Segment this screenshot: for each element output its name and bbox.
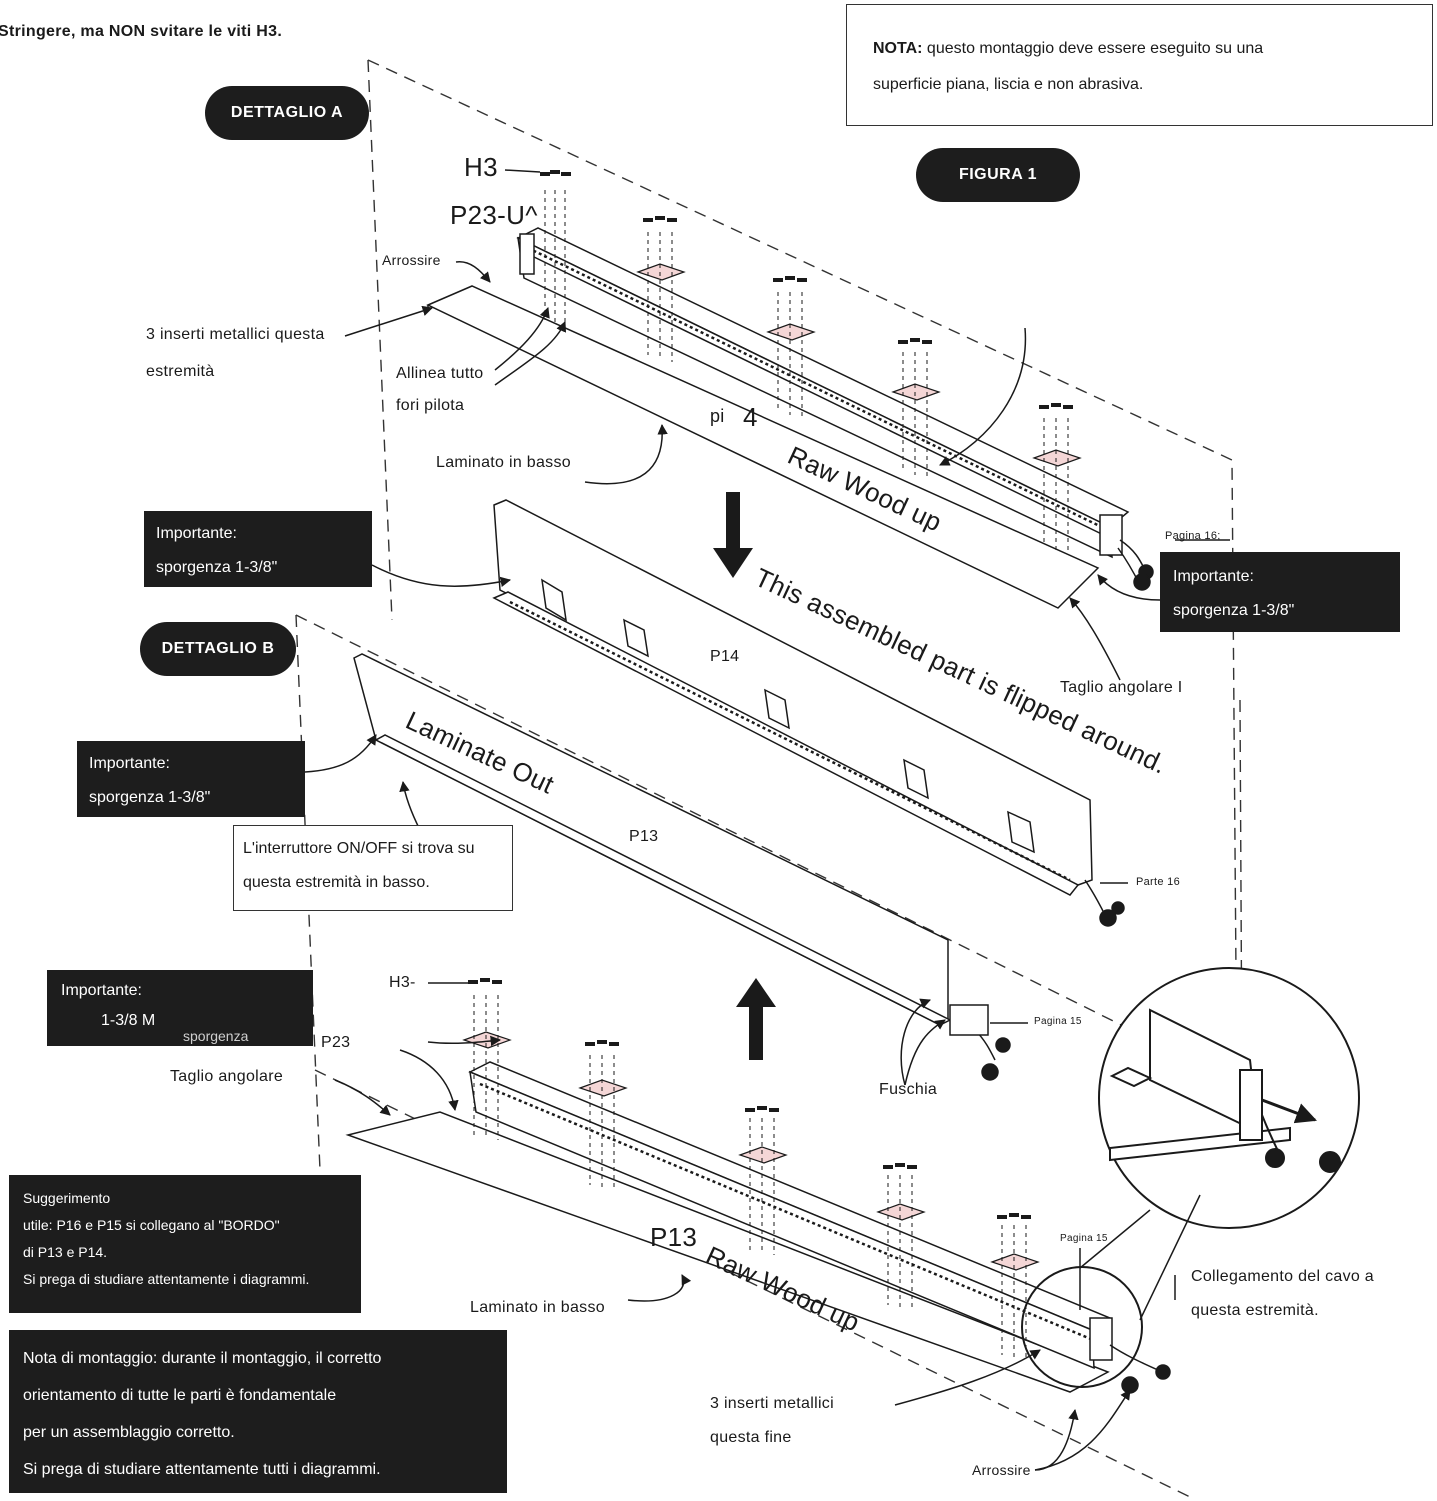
tip-line-1: Suggerimento (23, 1190, 111, 1206)
callout-pagina-16-top: Pagina 16; (1165, 530, 1221, 542)
callout-fuschia: Fuschia (879, 1081, 938, 1098)
assembly-note-line-1: Nota di montaggio: durante il montaggio,… (23, 1350, 382, 1367)
importante-box-1: Importante: sporgenza 1-3/8" (144, 511, 372, 587)
importante-text: sporgenza 1-3/8" (89, 789, 211, 806)
figure-1-badge: FIGURA 1 (916, 148, 1080, 202)
part-label-p13-bottom: P13 (650, 1222, 698, 1252)
nota-text: questo montaggio deve essere eseguito su… (926, 40, 1264, 57)
middle-p13-assembly (353, 653, 1011, 1081)
callout-allinea-1: Allinea tutto (396, 365, 484, 382)
switch-location-box: L'interruttore ON/OFF si trova su questa… (233, 825, 513, 911)
magnifier-detail (1021, 967, 1360, 1388)
bottom-rail-assembly (345, 1061, 1171, 1394)
part-label-pi: pi (710, 406, 725, 426)
top-laminate-board (426, 285, 1100, 609)
importante-text: sporgenza 1-3/8" (156, 559, 278, 576)
callout-metal-inserts-top-2: estremità (146, 363, 215, 380)
tip-line-3: di P13 e P14. (23, 1244, 108, 1260)
tip-box: Suggerimento utile: P16 e P15 si collega… (9, 1175, 361, 1313)
callout-arrossire-bottom: Arrossire (972, 1462, 1031, 1478)
switch-line-2: questa estremità in basso. (243, 874, 430, 891)
detail-a-frame (367, 59, 1237, 976)
part-label-p23-top: P23-U^ (450, 200, 538, 230)
importante-text: 1-3/8 M (101, 1012, 156, 1029)
assembly-note-line-3: per un assemblaggio corretto. (23, 1424, 235, 1441)
top-screw-guides (544, 190, 1069, 552)
switch-line-1: L'interruttore ON/OFF si trova su (243, 840, 475, 857)
middle-p14-assembly (492, 499, 1125, 927)
part-label-h3-bottom: H3- (389, 974, 416, 991)
part-label-p14: P14 (710, 648, 740, 665)
top-rail-assembly (426, 227, 1154, 609)
callout-allinea-2: fori pilota (396, 397, 465, 414)
assembly-note-line-4: Si prega di studiare attentamente tutti … (23, 1461, 381, 1478)
callout-taglio-angolare-right: Taglio angolare I (1060, 679, 1183, 696)
importante-box-2: Importante: sporgenza 1-3/8" (1160, 552, 1400, 632)
assembly-note-box: Nota di montaggio: durante il montaggio,… (9, 1330, 507, 1493)
callout-metal-inserts-top: 3 inserti metallici questa (146, 326, 325, 343)
nota-label: NOTA: (873, 40, 923, 57)
flip-arrows (713, 492, 776, 1060)
tip-line-2: utile: P16 e P15 si collegano al "BORDO" (23, 1217, 280, 1233)
p14-board (493, 499, 1093, 886)
callout-collegamento-2: questa estremità. (1191, 1302, 1319, 1319)
importante-title: Importante: (61, 982, 142, 999)
callout-parte-16: Parte 16 (1136, 876, 1180, 888)
importante-title: Importante: (156, 525, 237, 542)
callout-pagina-15-mid: Pagina 15 (1034, 1016, 1082, 1027)
tip-line-4: Si prega di studiare attentamente i diag… (23, 1271, 310, 1287)
nota-text-line2: superficie piana, liscia e non abrasiva. (873, 76, 1144, 93)
detail-b-badge: DETTAGLIO B (140, 622, 296, 676)
callout-metal-inserts-bottom-2: questa fine (710, 1429, 792, 1446)
bottom-laminate-board (345, 1111, 1110, 1393)
bottom-screws (468, 978, 1031, 1219)
top-screws (540, 170, 1073, 409)
part-label-p13-mid: P13 (629, 828, 659, 845)
callout-arrossire-top: Arrossire (382, 252, 441, 268)
bottom-screw-guides (473, 995, 1027, 1360)
importante-box-4: Importante: 1-3/8 M sporgenza (47, 970, 313, 1046)
importante-text: sporgenza 1-3/8" (1173, 602, 1295, 619)
leader-lines (304, 169, 1230, 1471)
nota-box: NOTA: questo montaggio deve essere esegu… (846, 4, 1433, 126)
callout-taglio-angolare-left: Taglio angolare (170, 1068, 284, 1085)
callout-laminato-top: Laminato in basso (436, 454, 571, 471)
part-label-p23-bottom: P23 (321, 1034, 351, 1051)
detail-a-badge: DETTAGLIO A (205, 86, 369, 140)
callout-laminato-bottom: Laminato in basso (470, 1299, 605, 1316)
importante-title: Importante: (1173, 568, 1254, 585)
part-label-4: 4 (743, 402, 758, 432)
header-note: Stringere, ma NON svitare le viti H3. (0, 23, 283, 40)
callout-pagina-15-bottom: Pagina 15 (1060, 1233, 1108, 1244)
part-label-h3-top: H3 (464, 152, 498, 182)
importante-title: Importante: (89, 755, 170, 772)
callout-collegamento-1: Collegamento del cavo a (1191, 1268, 1375, 1285)
assembly-note-line-2: orientamento di tutte le parti è fondame… (23, 1387, 337, 1404)
importante-box-3: Importante: sporgenza 1-3/8" (77, 741, 305, 817)
importante-extra: sporgenza (183, 1028, 249, 1044)
callout-metal-inserts-bottom-1: 3 inserti metallici (710, 1395, 834, 1412)
